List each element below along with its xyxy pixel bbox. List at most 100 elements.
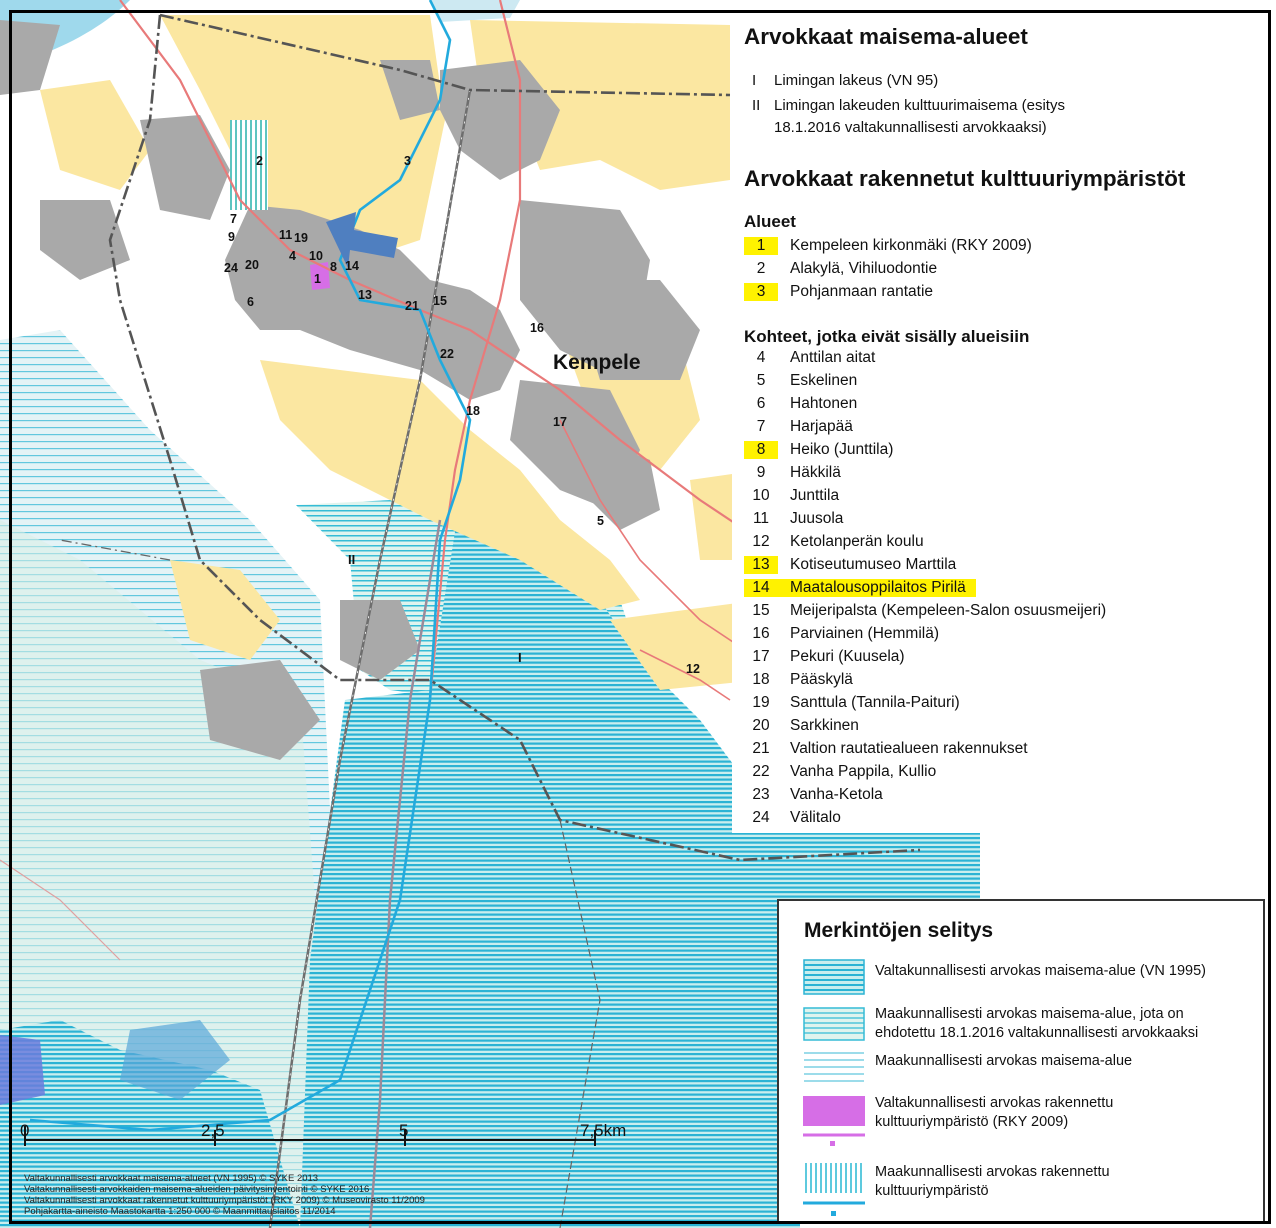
legend-label: Häkkilä <box>790 464 841 481</box>
legend-row-18: 18 Pääskylä <box>744 669 853 691</box>
landscape-item-label-cont: 18.1.2016 valtakunnallisesti arvokkaaksi… <box>774 119 1047 136</box>
legend-label: Ketolanperän koulu <box>790 533 924 550</box>
legend-number: 21 <box>752 740 770 757</box>
legend-number: 19 <box>752 694 770 711</box>
site-label-11[interactable]: 11 <box>279 228 293 242</box>
legend-label: Eskelinen <box>790 372 858 389</box>
key-label-national-built: Valtakunnallisesti arvokas rakennettu ku… <box>875 1094 1113 1132</box>
site-label-6[interactable]: 6 <box>247 295 254 309</box>
site-label-1[interactable]: 1 <box>314 272 321 286</box>
site-label-17[interactable]: 17 <box>553 415 567 429</box>
site-label-3[interactable]: 3 <box>404 154 411 168</box>
site-label-4[interactable]: 4 <box>289 249 296 263</box>
landscape-item-label: Limingan lakeuden kulttuurimaisema (esit… <box>774 97 1065 114</box>
legend-number: 2 <box>756 260 766 278</box>
key-label-proposed-landscape: Maakunnallisesti arvokas maisema-alue, j… <box>875 1005 1198 1043</box>
legend-label: Sarkkinen <box>790 717 859 734</box>
key-label-line: Maakunnallisesti arvokas maisema-alue <box>875 1053 1133 1069</box>
legend-number: 9 <box>756 464 766 481</box>
key-label-line: kulttuuriympäristö (RKY 2009) <box>875 1114 1069 1130</box>
built-environments-title: Arvokkaat rakennetut kulttuuriympäristöt <box>744 166 1186 191</box>
site-label-18[interactable]: 18 <box>466 404 480 418</box>
site-label-22[interactable]: 22 <box>440 347 454 361</box>
legend-label: Maatalousoppilaitos Pirilä <box>778 579 976 597</box>
legend-number: 1 <box>744 237 778 255</box>
legend-label: Kempeleen kirkonmäki (RKY 2009) <box>790 237 1032 254</box>
legend-label: Vanha-Ketola <box>790 786 883 803</box>
legend-label: Välitalo <box>790 809 841 826</box>
credit-line: Valtakunnallisesti arvokkaat rakennetut … <box>24 1195 425 1206</box>
scale-tick-5: 5 <box>399 1121 409 1140</box>
key-label-line: Valtakunnallisesti arvokas rakennettu <box>875 1095 1114 1111</box>
legend-number: 7 <box>756 418 766 435</box>
map-key: Merkintöjen selitys Valtakunnallisesti a… <box>777 899 1265 1224</box>
site-label-9[interactable]: 9 <box>228 230 235 244</box>
site-label-2[interactable]: 2 <box>256 154 263 168</box>
site-label-5[interactable]: 5 <box>597 514 604 528</box>
legend-row-20: 20 Sarkkinen <box>744 715 859 737</box>
site-label-8[interactable]: 8 <box>330 260 337 274</box>
legend-row-15: 15 Meijeripalsta (Kempeleen-Salon osuusme… <box>744 600 1106 622</box>
scale-tick-0: 0 <box>20 1121 30 1140</box>
legend-row-24: 24 Välitalo <box>744 807 841 829</box>
legend-row-12: 12 Ketolanperän koulu <box>744 531 924 553</box>
legend-number: 4 <box>756 349 766 366</box>
legend-number: 3 <box>744 283 778 302</box>
legend-row-16: 16 Parviainen (Hemmilä) <box>744 623 939 645</box>
site-label-20[interactable]: 20 <box>245 258 259 272</box>
legend-label: Parviainen (Hemmilä) <box>790 625 940 642</box>
credit-line: Valtakunnallisesti arvokkaiden maisema-a… <box>24 1184 370 1195</box>
legend-number: 5 <box>756 372 766 389</box>
legend-label: Valtion rautatiealueen rakennukset <box>790 740 1028 757</box>
site-label-19[interactable]: 19 <box>294 231 308 245</box>
sites-title: Kohteet, jotka eivät sisälly alueisiin <box>744 327 1030 346</box>
areas-title: Alueet <box>744 212 796 231</box>
legend-number: 6 <box>756 395 766 412</box>
legend-number: 22 <box>752 763 770 780</box>
legend-label: Pääskylä <box>790 671 853 688</box>
site-label-10[interactable]: 10 <box>309 249 323 263</box>
scale-tick-7-5km: 7,5km <box>580 1121 627 1140</box>
legend-number: 17 <box>752 648 770 665</box>
legend-number: 18 <box>752 671 770 688</box>
legend-number: 20 <box>752 717 770 734</box>
swatch-national-landscape <box>803 959 865 995</box>
legend-number: 24 <box>752 809 770 826</box>
site-label-13[interactable]: 13 <box>358 288 372 302</box>
site-label-15[interactable]: 15 <box>433 294 447 308</box>
region-label-ii: II <box>348 552 356 567</box>
site-label-7[interactable]: 7 <box>230 212 237 226</box>
legend-number: 13 <box>744 556 778 574</box>
legend-number: 16 <box>752 625 770 642</box>
legend-row-5: 5 Eskelinen <box>744 370 858 392</box>
legend-label: Meijeripalsta (Kempeleen-Salon osuusmeij… <box>790 602 1107 619</box>
site-label-16[interactable]: 16 <box>530 321 544 335</box>
site-label-21[interactable]: 21 <box>405 299 419 313</box>
site-label-12[interactable]: 12 <box>686 662 700 676</box>
legend-number: 14 <box>744 579 778 597</box>
credit-line: Pohjakartta-aineisto Maastokartta 1:250 … <box>24 1206 336 1217</box>
map-credits: Valtakunnallisesti arvokkaat maisema-alu… <box>24 1173 425 1217</box>
key-label-line: Valtakunnallisesti arvokas maisema-alue … <box>875 963 1206 979</box>
legend-number: 12 <box>752 533 770 550</box>
swatch-regional-landscape <box>804 1052 864 1084</box>
legend-label: Pekuri (Kuusela) <box>790 648 905 665</box>
site-label-14[interactable]: 14 <box>345 259 359 273</box>
legend-row-1: 1 Kempeleen kirkonmäki (RKY 2009) <box>744 235 1032 257</box>
site-label-24[interactable]: 24 <box>224 261 238 275</box>
credit-line: Valtakunnallisesti arvokkaat maisema-alu… <box>24 1173 319 1184</box>
legend-number: 15 <box>752 602 770 619</box>
